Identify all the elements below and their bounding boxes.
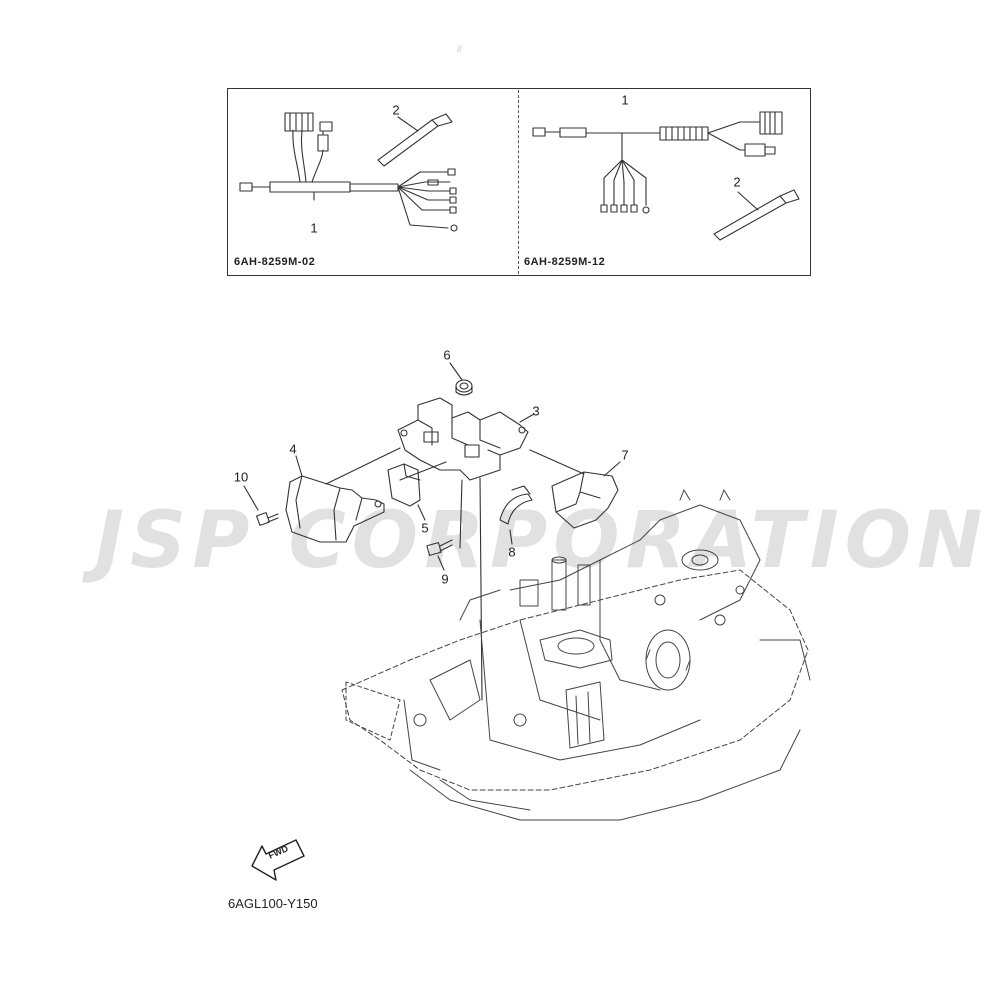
outboard-engine-icon [341, 489, 811, 821]
forward-arrow-icon [251, 839, 305, 881]
callout-left-harness[interactable]: 1 [310, 220, 318, 236]
right-cable-tie-icon [713, 189, 800, 241]
callout-8[interactable]: 8 [508, 544, 516, 560]
variant-code-right: 6AH-8259M-12 [524, 256, 606, 268]
bracket-icon [397, 397, 535, 481]
bolt-10-icon [243, 485, 279, 526]
holder-icon [551, 461, 621, 529]
watermark-logo-icon [456, 45, 463, 53]
harness-variants-box [227, 88, 811, 276]
callout-6[interactable]: 6 [443, 347, 451, 363]
left-wire-harness-icon [239, 112, 458, 232]
clamp-icon [499, 485, 533, 545]
callout-3[interactable]: 3 [532, 403, 540, 419]
callout-5[interactable]: 5 [421, 520, 429, 536]
grommet-icon [449, 362, 473, 396]
callout-7[interactable]: 7 [621, 447, 629, 463]
watermark-text: JSP CORPORATION [95, 496, 989, 586]
diagram-code: 6AGL100-Y150 [228, 896, 318, 911]
plate-icon [387, 463, 426, 521]
callout-right-cable-tie[interactable]: 2 [733, 174, 741, 190]
left-cable-tie-icon [377, 113, 453, 167]
callout-4[interactable]: 4 [289, 441, 297, 457]
callout-10[interactable]: 10 [233, 469, 249, 485]
callout-right-harness[interactable]: 1 [621, 92, 629, 108]
variant-divider [518, 90, 519, 274]
callout-left-cable-tie[interactable]: 2 [392, 102, 400, 118]
variant-code-left: 6AH-8259M-02 [234, 256, 316, 268]
right-wire-harness-icon [532, 111, 783, 214]
cover-icon [285, 455, 385, 543]
bolt-9-icon [426, 539, 453, 571]
callout-9[interactable]: 9 [441, 571, 449, 587]
